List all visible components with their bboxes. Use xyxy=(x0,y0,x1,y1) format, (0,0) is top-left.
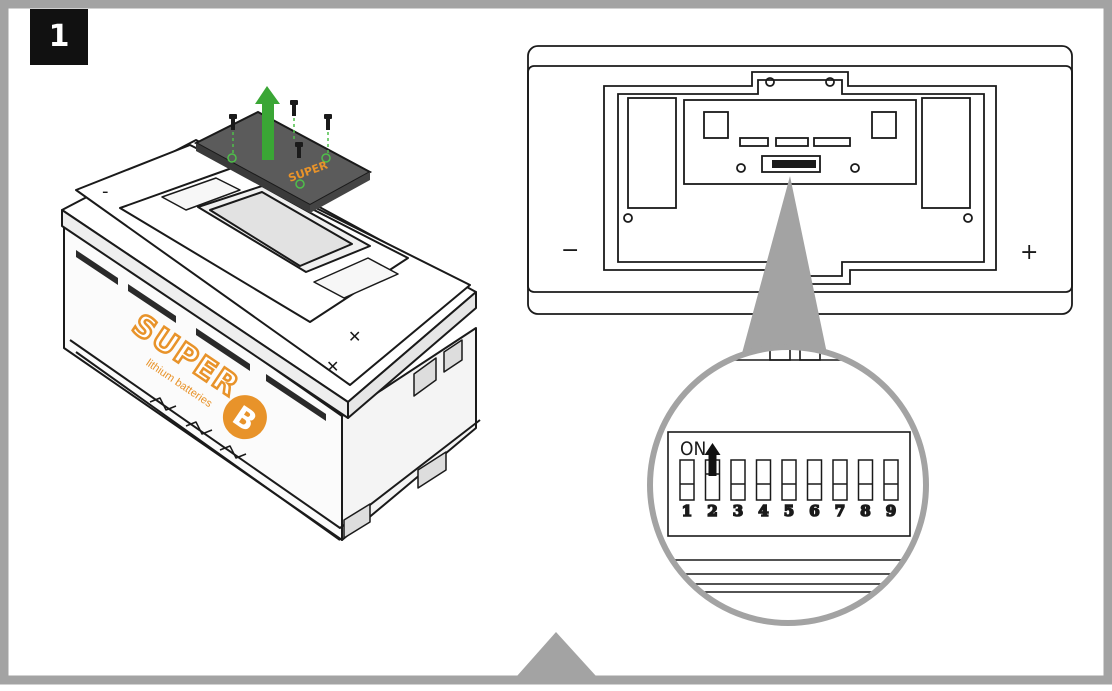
dip-switch-number-9: 9 xyxy=(886,502,896,520)
dip-switch-1 xyxy=(679,459,695,501)
dip-switch-number-7: 7 xyxy=(835,502,845,520)
panel-minus-symbol: − xyxy=(561,238,579,263)
dip-switch-number-1: 1 xyxy=(682,502,692,520)
panel-plus-symbol: + xyxy=(1020,240,1038,265)
dip-switch-9 xyxy=(883,459,899,501)
switch-up-arrow-icon xyxy=(704,443,721,476)
step-number-badge: 1 xyxy=(30,9,88,65)
battery-top-panel xyxy=(527,45,1073,315)
battery-illustration xyxy=(61,139,481,541)
dip-switch-7 xyxy=(832,459,848,501)
dip-switch-number-5: 5 xyxy=(784,502,794,520)
dip-switch-4 xyxy=(755,459,772,501)
dip-switch-8 xyxy=(857,459,874,501)
callout-arrow-icon xyxy=(738,176,830,368)
battery-plus-symbol: ✕ xyxy=(326,357,339,376)
dip-switch-number-2: 2 xyxy=(707,502,717,520)
dip-on-label: ON xyxy=(680,438,706,460)
dip-switch-number-3: 3 xyxy=(733,502,743,520)
up-arrow-icon xyxy=(255,86,280,160)
screw-icon xyxy=(229,100,332,158)
dip-switch-3 xyxy=(730,459,746,501)
cover-plate: SUPER xyxy=(193,110,373,213)
dip-switch-5 xyxy=(781,459,797,501)
dip-switch-number-6: 6 xyxy=(809,502,819,520)
down-pointer-icon xyxy=(517,632,596,676)
battery-minus-symbol: - xyxy=(102,181,109,202)
dip-switch-6 xyxy=(806,459,823,501)
dip-switch-number-8: 8 xyxy=(860,502,870,520)
battery-plus-symbol-2: ✕ xyxy=(348,327,361,346)
dip-switch-number-4: 4 xyxy=(758,502,768,520)
